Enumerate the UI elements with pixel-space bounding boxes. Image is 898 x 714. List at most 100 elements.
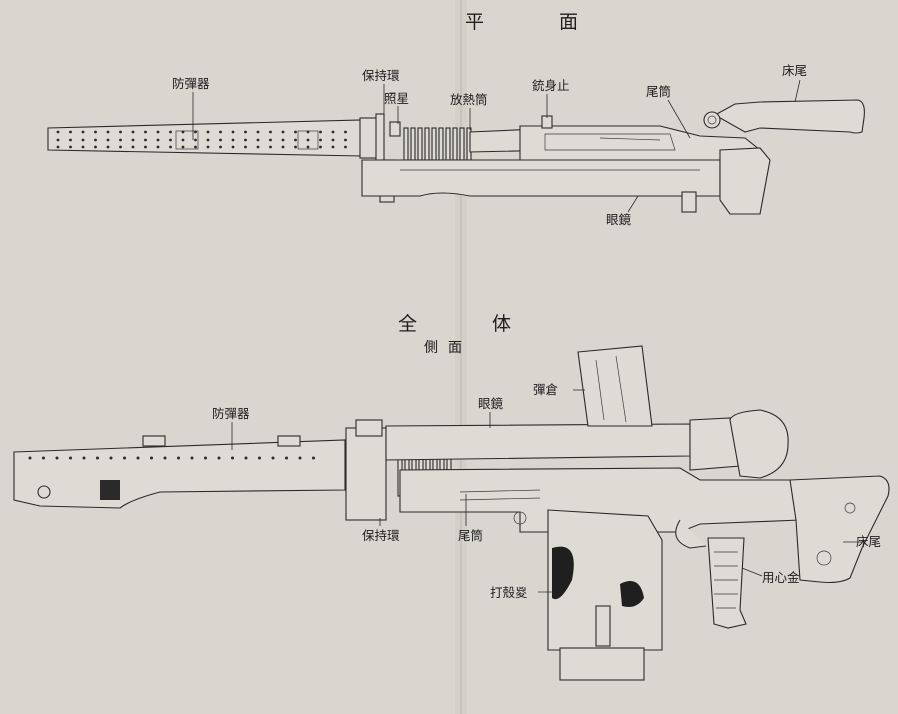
perforation-dot (144, 130, 147, 134)
side-magazine (577, 345, 653, 427)
radiator-fin (417, 127, 423, 161)
perforation-dot (96, 456, 99, 460)
radiator-fin (438, 127, 444, 161)
perforation-dot (55, 456, 59, 460)
perforation-dot (294, 138, 297, 142)
label-receiver-plan: 尾筒 (646, 84, 671, 99)
perforation-dot (271, 456, 275, 460)
perforation-dot (106, 130, 110, 134)
label-trigger-guard-side: 用心金 (762, 570, 800, 585)
perforation-dot (194, 130, 197, 134)
label-radiator-plan: 放熱筒 (450, 92, 488, 107)
side-vent-block (100, 480, 120, 500)
perforation-dot (81, 138, 85, 142)
perforation-dot (119, 145, 122, 149)
perforation-dot (269, 145, 272, 149)
perforation-dot (231, 138, 235, 142)
perforation-dot (81, 130, 85, 134)
perforation-dot (269, 138, 272, 142)
perforation-dot (144, 138, 147, 142)
perforation-dot (285, 456, 288, 460)
perforation-dot (123, 456, 126, 460)
radiator-fin (431, 127, 437, 161)
label-muzzle-guard-plan: 防彈器 (172, 76, 210, 91)
perforation-dot (69, 456, 72, 460)
perforation-dot (94, 130, 97, 134)
perforation-dot (56, 130, 60, 134)
perforation-dot (177, 456, 180, 460)
perforation-dot (42, 456, 45, 460)
perforation-dot (94, 138, 97, 142)
plan-labels: 平 面 防彈器 保持環 照星 放熱筒 銃身止 尾筒 床尾 眼鏡 (172, 11, 807, 227)
label-receiver-side: 尾筒 (458, 528, 483, 543)
perforation-dot (312, 456, 315, 460)
perforation-dot (109, 456, 113, 460)
perforation-dot (217, 456, 221, 460)
perforation-dot (82, 456, 86, 460)
label-scope-plan: 眼鏡 (606, 212, 632, 227)
label-holding-ring-plan: 保持環 (362, 68, 400, 83)
radiator-fin (452, 127, 458, 161)
perforation-dot (106, 145, 110, 149)
label-front-sight-plan: 照星 (384, 91, 409, 106)
perforation-dot (244, 145, 247, 149)
radiator-fin (445, 127, 451, 161)
perforation-dot (69, 138, 72, 142)
perforation-dot (256, 138, 260, 142)
perforation-dot (119, 138, 122, 142)
perforation-dot (219, 130, 222, 134)
perforation-dot (306, 145, 310, 149)
label-stock-plan: 床尾 (782, 63, 807, 78)
perforation-dot (281, 130, 285, 134)
plan-stock (713, 99, 865, 134)
plan-view (47, 99, 865, 215)
side-view-subtitle: 側面 (424, 340, 472, 356)
label-magazine-side: 彈倉 (533, 382, 559, 397)
radiator-fin (410, 127, 416, 161)
side-scope (385, 423, 691, 461)
perforation-dot (344, 138, 347, 142)
perforation-dot (219, 145, 222, 149)
perforation-dot (169, 145, 172, 149)
perforation-dot (258, 456, 261, 460)
label-scope-side: 眼鏡 (478, 396, 504, 411)
side-receiver (399, 467, 801, 533)
label-barrel-stop-plan: 銃身止 (532, 78, 570, 93)
side-holding-ring (345, 427, 387, 521)
perforation-dot (319, 138, 322, 142)
perforation-dot (331, 145, 335, 149)
plan-view-title: 平 面 (465, 11, 606, 33)
perforation-dot (256, 130, 260, 134)
perforation-dot (281, 145, 285, 149)
perforation-dot (298, 456, 302, 460)
perforation-dot (206, 145, 210, 149)
perforation-dot (306, 130, 310, 134)
perforation-dot (294, 145, 297, 149)
perforation-dot (144, 145, 147, 149)
perforation-dot (119, 130, 122, 134)
perforation-dot (231, 145, 235, 149)
perforation-dot (319, 145, 322, 149)
perforation-dot (169, 138, 172, 142)
perforation-dot (194, 138, 197, 142)
perforation-dot (181, 130, 185, 134)
side-view (13, 345, 890, 681)
perforation-dot (206, 130, 210, 134)
perforation-dot (94, 145, 97, 149)
perforation-dot (28, 456, 32, 460)
perforation-dot (56, 138, 60, 142)
plan-scope (361, 159, 721, 197)
perforation-dot (319, 130, 322, 134)
label-muzzle-guard-side: 防彈器 (212, 406, 250, 421)
perforation-dot (231, 456, 234, 460)
perforation-dot (163, 456, 167, 460)
perforation-dot (131, 130, 135, 134)
perforation-dot (244, 130, 247, 134)
plan-guard-clamp-left (175, 130, 199, 150)
perforation-dot (194, 145, 197, 149)
perforation-dot (206, 138, 210, 142)
radiator-fin (459, 127, 465, 161)
perforation-dot (156, 145, 160, 149)
